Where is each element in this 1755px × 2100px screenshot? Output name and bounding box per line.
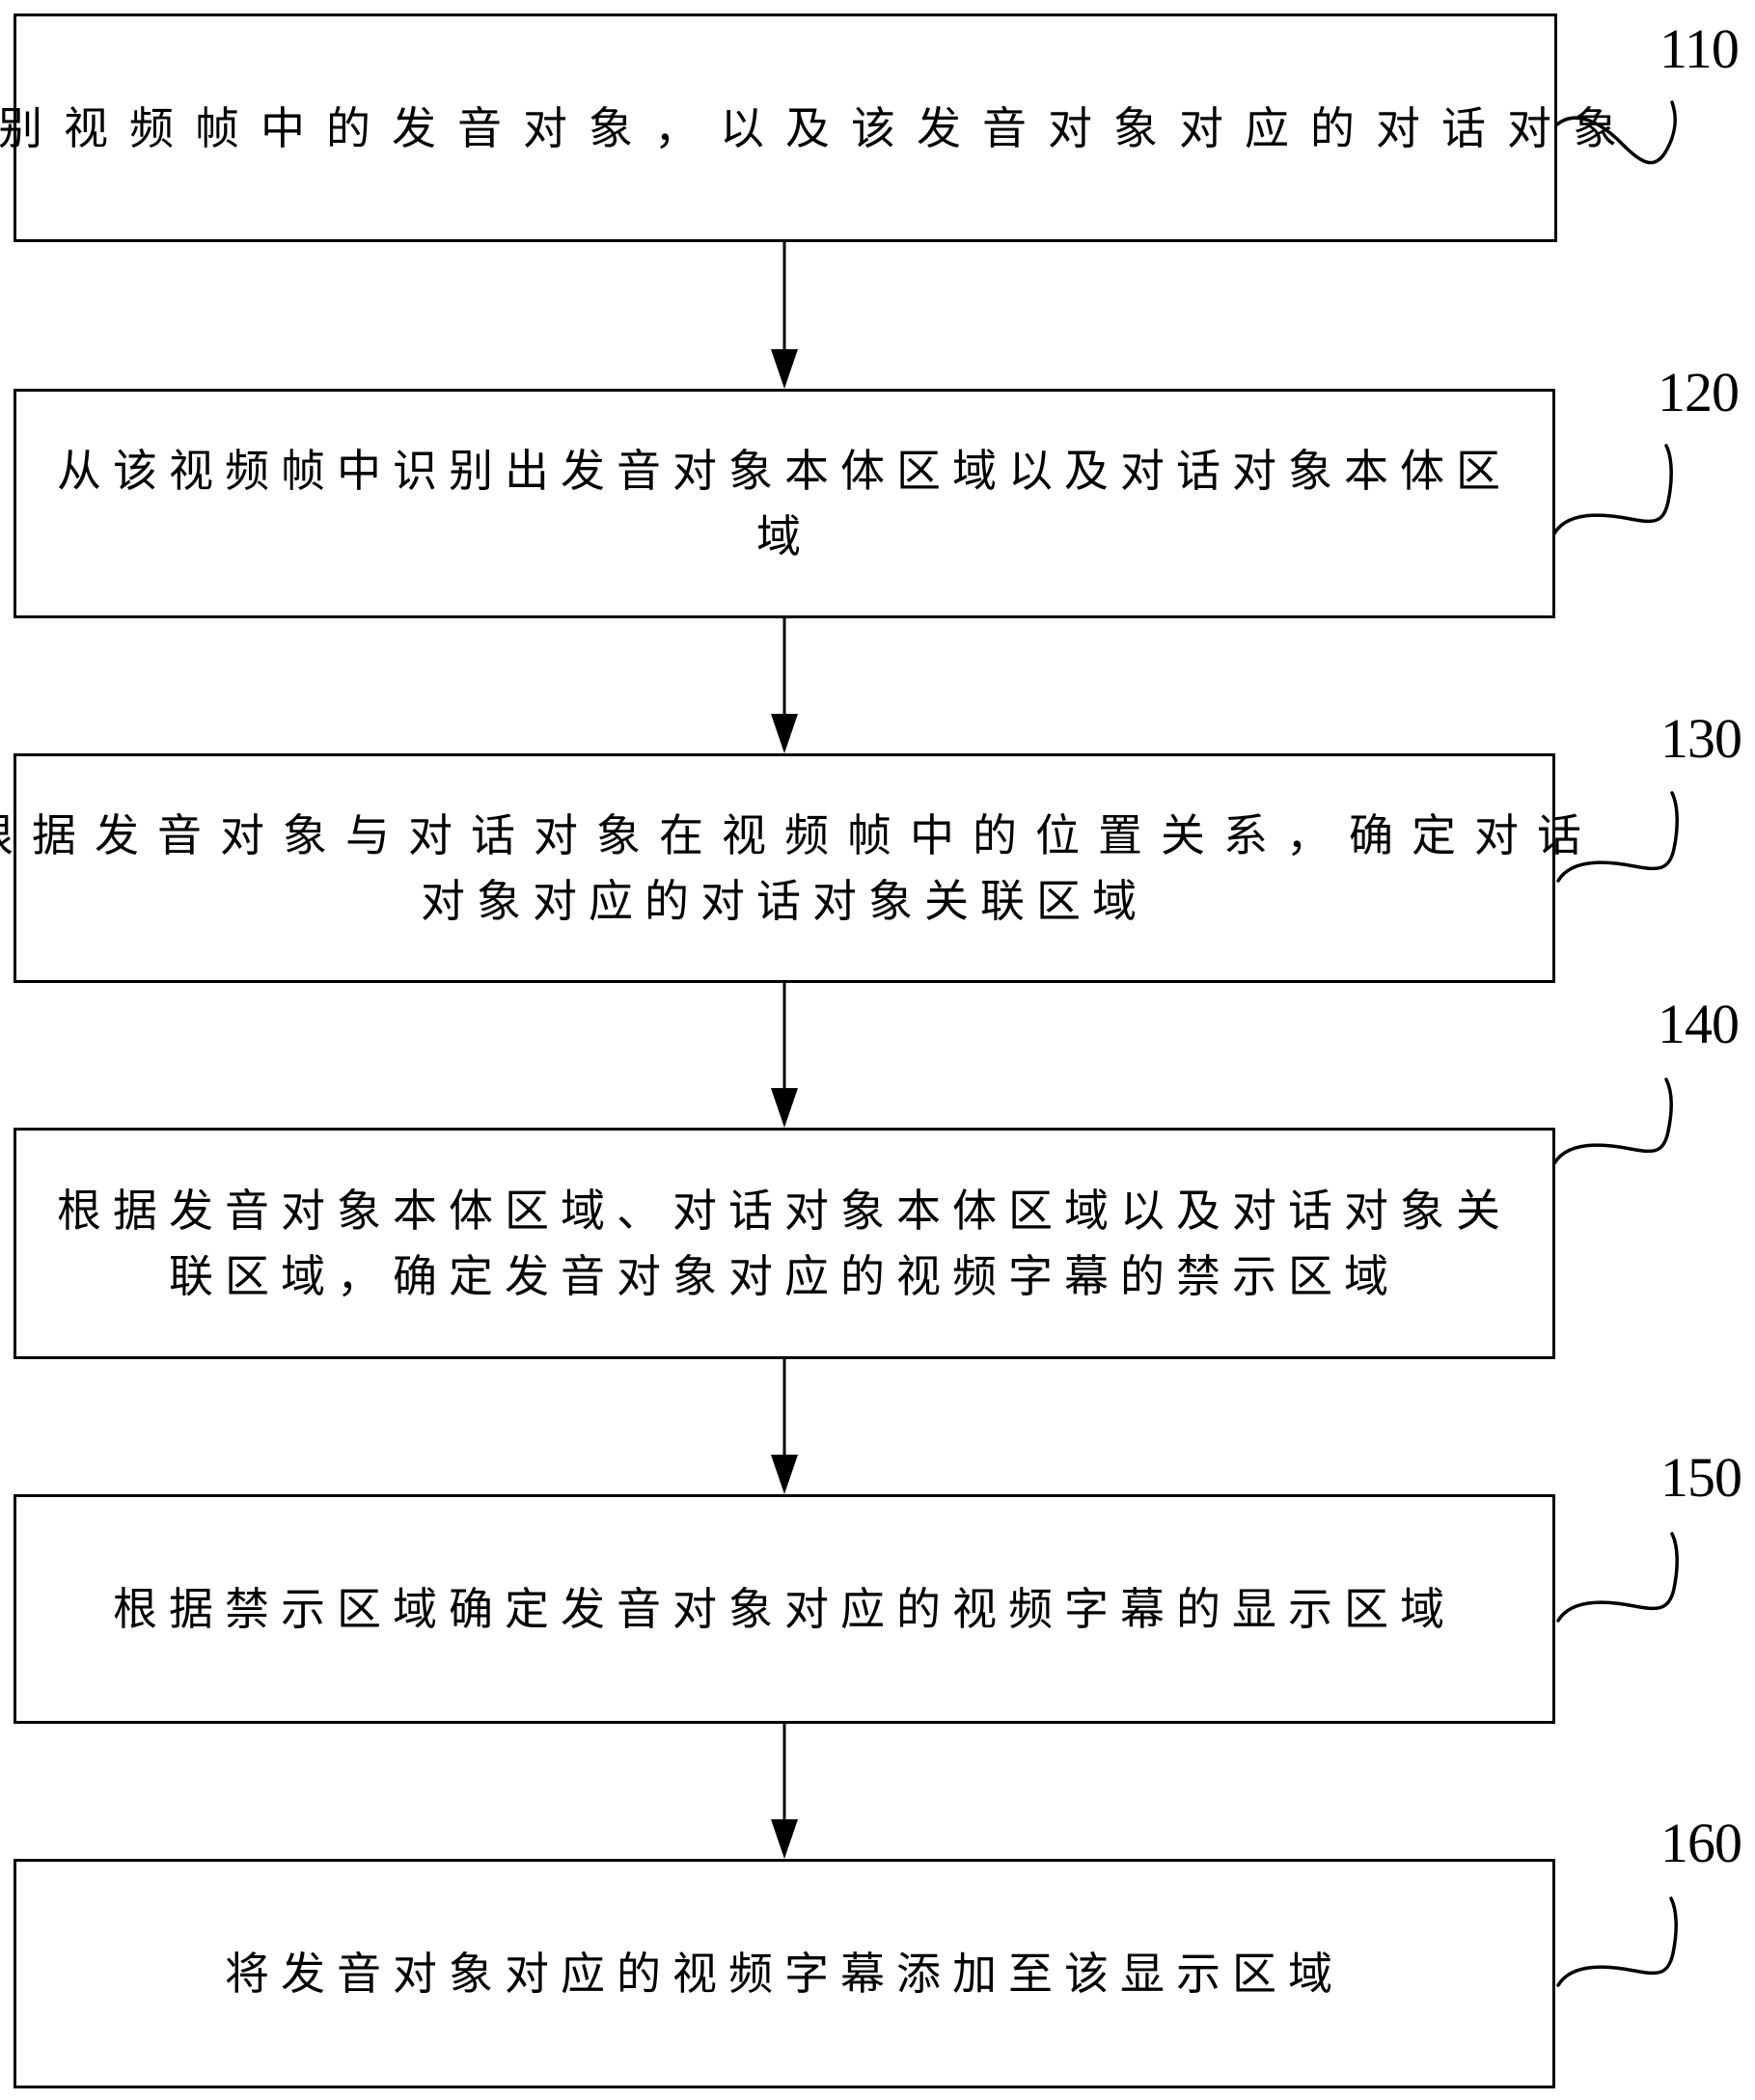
step-text-line: 对象对应的对话对象关联区域 — [421, 875, 1148, 927]
step-text-line: 域 — [756, 510, 812, 562]
flow-arrows — [771, 242, 798, 1859]
step-box-150: 根据禁示区域确定发音对象对应的视频字幕的显示区域 — [14, 1494, 1555, 1724]
step-label-120: 120 — [1658, 361, 1740, 423]
leader-line-110 — [1555, 100, 1677, 165]
step-text-line: 从该视频帧中识别出发音对象本体区域以及对话对象本体区 — [57, 445, 1512, 497]
step-text-line: 根据禁示区域确定发音对象对应的视频字幕的显示区域 — [113, 1583, 1456, 1635]
label-leader-lines — [1552, 100, 1679, 1987]
arrow-head-icon — [771, 1455, 798, 1494]
step-text-line: 根据发音对象与对话对象在视频帧中的位置关系，确定对话 — [0, 809, 1600, 861]
step-box-130: 根据发音对象与对话对象在视频帧中的位置关系，确定对话 对象对应的对话对象关联区域 — [0, 753, 1581, 983]
leader-line-140 — [1552, 1077, 1673, 1165]
leader-line-120 — [1552, 444, 1673, 535]
step-label-140: 140 — [1658, 993, 1740, 1055]
arrow-head-icon — [771, 1819, 798, 1859]
step-label-130: 130 — [1660, 707, 1742, 770]
leader-line-160 — [1556, 1896, 1678, 1987]
step-box-160: 将发音对象对应的视频字幕添加至该显示区域 — [14, 1859, 1555, 2088]
step-box-140: 根据发音对象本体区域、对话对象本体区域以及对话对象关 联区域，确定发音对象对应的… — [14, 1128, 1555, 1359]
step-box-110: 识别视频帧中的发音对象，以及该发音对象对应的对话对象 — [0, 14, 1617, 242]
arrow-head-icon — [771, 349, 798, 389]
step-label-110: 110 — [1659, 17, 1740, 80]
arrow-head-icon — [771, 1088, 798, 1128]
step-label-160: 160 — [1660, 1812, 1742, 1874]
step-text-line: 联区域，确定发音对象对应的视频字幕的禁示区域 — [169, 1250, 1400, 1302]
step-text-line: 将发音对象对应的视频字幕添加至该显示区域 — [225, 1948, 1344, 2000]
leader-line-150 — [1556, 1532, 1679, 1623]
arrow-head-icon — [771, 714, 798, 753]
step-text-line: 根据发音对象本体区域、对话对象本体区域以及对话对象关 — [57, 1185, 1512, 1237]
step-label-150: 150 — [1660, 1446, 1742, 1509]
leader-line-130 — [1556, 791, 1679, 883]
step-text-line: 识别视频帧中的发音对象，以及该发音对象对应的对话对象 — [0, 101, 1638, 154]
step-box-120: 从该视频帧中识别出发音对象本体区域以及对话对象本体区 域 — [14, 389, 1555, 618]
